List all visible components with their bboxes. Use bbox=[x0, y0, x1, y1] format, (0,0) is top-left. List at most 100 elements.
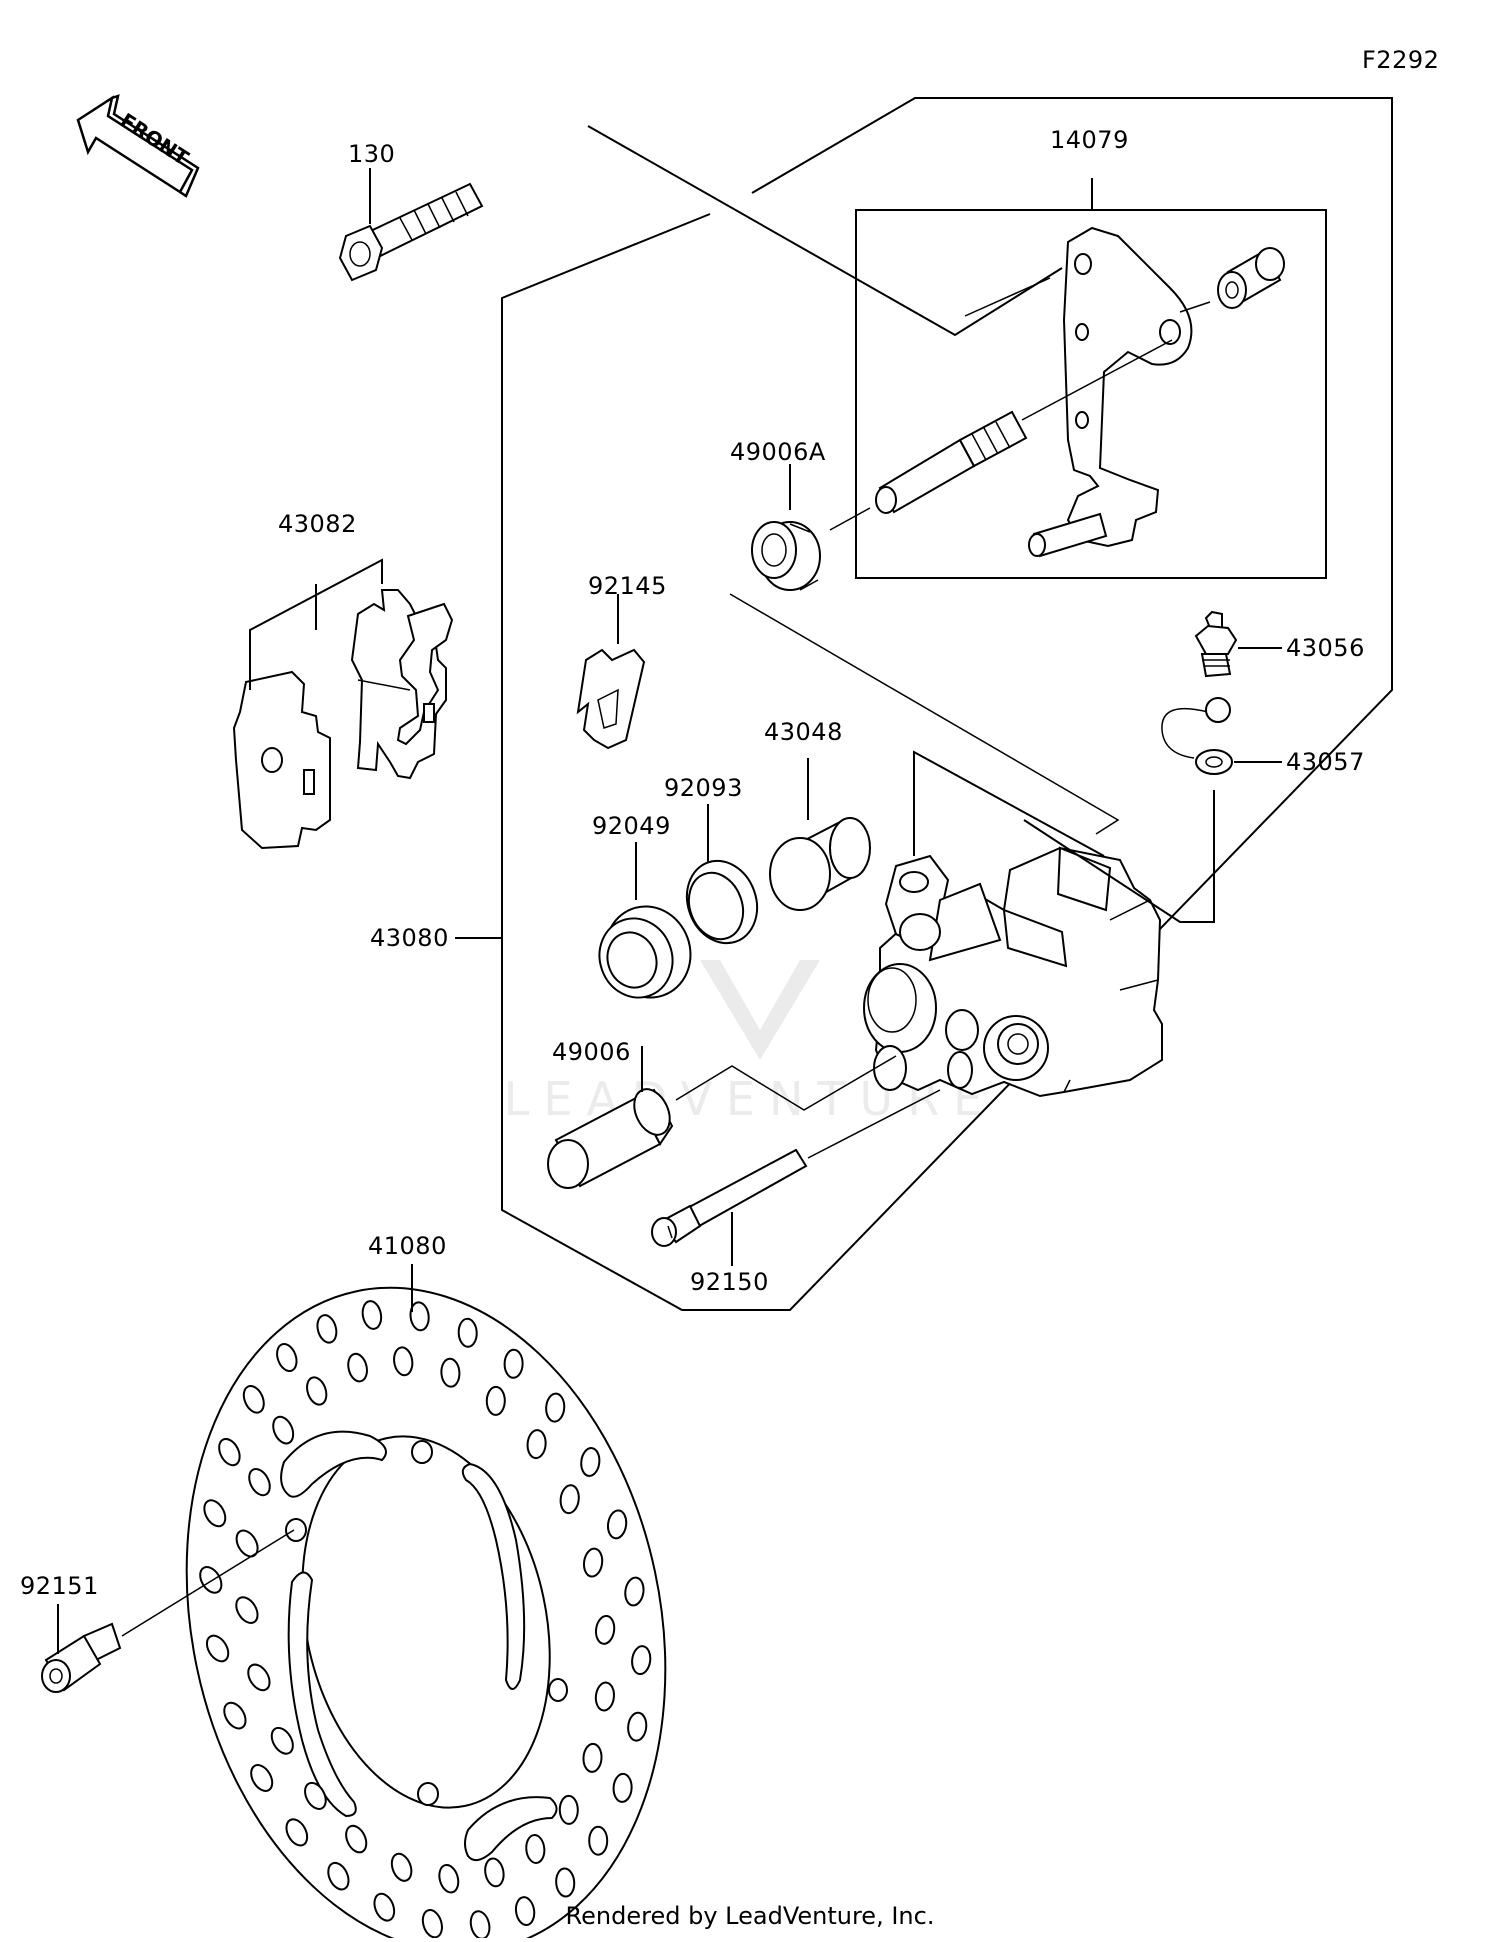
disc-hole bbox=[347, 1352, 368, 1383]
pin-boot-49006A bbox=[751, 521, 821, 591]
disc-hole bbox=[526, 1429, 547, 1460]
disc-hole bbox=[242, 1384, 265, 1414]
disc-hole bbox=[276, 1342, 298, 1373]
disc-hole bbox=[559, 1484, 580, 1515]
diagram-id: F2292 bbox=[1362, 46, 1439, 74]
disc-hole bbox=[558, 1794, 579, 1825]
disc-hole bbox=[588, 1825, 609, 1856]
footer-credit: Rendered by LeadVenture, Inc. bbox=[566, 1902, 935, 1930]
label-43048: 43048 bbox=[764, 718, 843, 746]
label-49006A: 49006A bbox=[730, 438, 826, 466]
disc-hole bbox=[390, 1852, 413, 1882]
label-92093: 92093 bbox=[664, 774, 743, 802]
disc-hole bbox=[203, 1499, 227, 1528]
bolt-92151 bbox=[41, 1622, 122, 1693]
pin-boot-49006 bbox=[547, 1088, 674, 1189]
label-49006: 49006 bbox=[552, 1038, 631, 1066]
leader-92151-disc bbox=[121, 1529, 295, 1637]
leader-boot bbox=[829, 507, 871, 531]
disc-hole bbox=[631, 1645, 652, 1676]
leader-boot-caliper bbox=[729, 593, 1120, 835]
disc-hole bbox=[582, 1547, 604, 1578]
disc-hole bbox=[272, 1415, 295, 1445]
bracket-box bbox=[855, 178, 1327, 579]
disc-hole bbox=[503, 1348, 524, 1379]
leader-49006-caliper bbox=[675, 1055, 897, 1111]
label-43082: 43082 bbox=[278, 510, 357, 538]
disc-hole bbox=[606, 1509, 628, 1540]
piston-43048 bbox=[769, 817, 871, 911]
disc-hole bbox=[627, 1711, 648, 1742]
piston-seal-92093 bbox=[685, 859, 759, 945]
slide-pin-92150 bbox=[651, 1148, 808, 1247]
watermark-logo-icon bbox=[700, 960, 820, 1060]
disc-hole bbox=[304, 1781, 327, 1810]
dust-seal-92049 bbox=[598, 905, 692, 999]
disc-hole bbox=[345, 1824, 368, 1854]
disc-hole bbox=[199, 1566, 223, 1594]
disc-hole bbox=[409, 1301, 430, 1332]
disc-hole bbox=[485, 1385, 506, 1416]
leader-pin bbox=[1021, 339, 1173, 421]
brake-pads-43082 bbox=[232, 589, 454, 850]
label-43057: 43057 bbox=[1286, 748, 1365, 776]
pad-spring-92145 bbox=[576, 648, 646, 750]
disc-hole bbox=[316, 1314, 338, 1344]
disc-hole bbox=[373, 1892, 396, 1922]
front-arrow-icon: FRONT bbox=[76, 94, 200, 198]
disc-hole bbox=[393, 1346, 414, 1377]
disc-hole bbox=[250, 1764, 274, 1792]
disc-hole bbox=[327, 1861, 350, 1891]
disc-hole bbox=[247, 1663, 271, 1692]
label-130: 130 bbox=[348, 140, 395, 168]
label-92151: 92151 bbox=[20, 1572, 99, 1600]
disc-hole bbox=[440, 1357, 461, 1388]
leader-bolt-bracket bbox=[964, 277, 1051, 317]
bracket-pin bbox=[875, 410, 1028, 514]
disc-hole bbox=[223, 1701, 247, 1730]
disc-hole bbox=[594, 1614, 616, 1645]
disc-hole bbox=[612, 1772, 633, 1803]
disc-hole bbox=[235, 1596, 259, 1624]
disc-hole bbox=[555, 1867, 576, 1898]
disc-hole bbox=[582, 1742, 603, 1773]
disc-hole bbox=[484, 1857, 505, 1888]
bleed-nipple-43056 bbox=[1194, 610, 1238, 678]
leader-cap-body bbox=[1023, 790, 1215, 923]
disc-hole bbox=[457, 1317, 478, 1348]
label-41080: 41080 bbox=[368, 1232, 447, 1260]
disc-hole bbox=[218, 1437, 241, 1467]
label-92150: 92150 bbox=[690, 1268, 769, 1296]
caliper-bracket bbox=[1028, 226, 1193, 558]
label-14079: 14079 bbox=[1050, 126, 1129, 154]
disc-hole bbox=[270, 1726, 294, 1755]
disc-hole bbox=[421, 1909, 443, 1939]
disc-hole bbox=[580, 1447, 601, 1477]
caliper-body bbox=[863, 846, 1163, 1098]
bracket-bushing bbox=[1217, 247, 1285, 309]
disc-hole bbox=[594, 1681, 615, 1712]
disc-hole bbox=[235, 1529, 259, 1558]
leader-bushing bbox=[1179, 301, 1211, 313]
disc-hole bbox=[438, 1864, 460, 1894]
disc-hole bbox=[361, 1300, 383, 1330]
bleed-cap-43057 bbox=[1161, 697, 1233, 775]
assembly-outline bbox=[455, 97, 1393, 1311]
watermark: LEADVENTURE bbox=[504, 960, 982, 1126]
disc-hole bbox=[306, 1376, 328, 1406]
disc-hole bbox=[514, 1896, 536, 1927]
label-43080: 43080 bbox=[370, 924, 449, 952]
label-43056: 43056 bbox=[1286, 634, 1365, 662]
disc-hole bbox=[205, 1634, 230, 1663]
label-92145: 92145 bbox=[588, 572, 667, 600]
disc-hole bbox=[624, 1576, 645, 1607]
leader-caliper-top bbox=[913, 750, 1105, 857]
disc-hole bbox=[545, 1392, 566, 1423]
disc-hole bbox=[525, 1834, 546, 1864]
bolt-130 bbox=[338, 182, 484, 282]
leader-92150-pin bbox=[807, 1089, 941, 1159]
disc-hole bbox=[248, 1467, 271, 1497]
label-92049: 92049 bbox=[592, 812, 671, 840]
